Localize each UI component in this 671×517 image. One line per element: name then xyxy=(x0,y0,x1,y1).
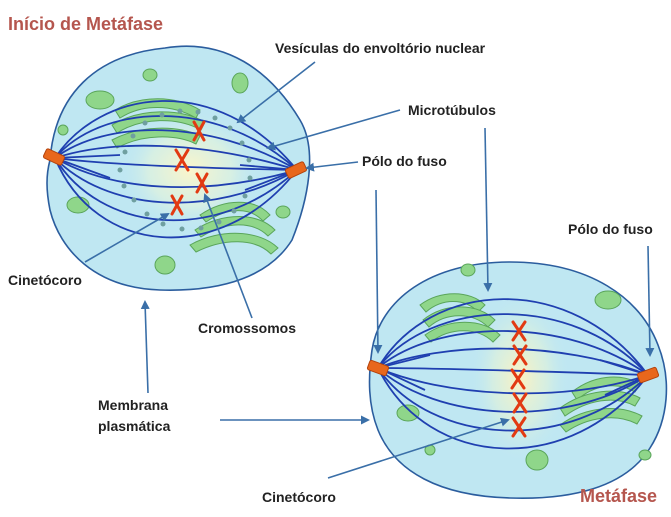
label-plasma-membrane-line2: plasmática xyxy=(98,418,171,434)
early-metaphase-cell xyxy=(43,46,310,290)
label-kinetochore-2: Cinetócoro xyxy=(262,489,336,505)
label-microtubules: Microtúbulos xyxy=(408,102,496,118)
label-plasma-membrane-line1: Membrana xyxy=(98,397,168,413)
title-early-metaphase: Início de Metáfase xyxy=(8,14,163,34)
title-metaphase: Metáfase xyxy=(580,486,657,506)
arrow-membrane-to-cell1 xyxy=(145,302,148,393)
label-chromosomes: Cromossomos xyxy=(198,320,296,336)
arrow-pole-1 xyxy=(307,162,358,168)
label-kinetochore-1: Cinetócoro xyxy=(8,272,82,288)
nuclear-region-glow-1 xyxy=(120,110,260,230)
label-spindle-pole-2: Pólo do fuso xyxy=(568,221,653,237)
metaphase-cell xyxy=(367,262,667,498)
arrow-pole-left-2 xyxy=(376,190,378,352)
label-spindle-pole-1: Pólo do fuso xyxy=(362,153,447,169)
label-nuclear-envelope-vesicles: Vesículas do envoltório nuclear xyxy=(275,40,486,56)
